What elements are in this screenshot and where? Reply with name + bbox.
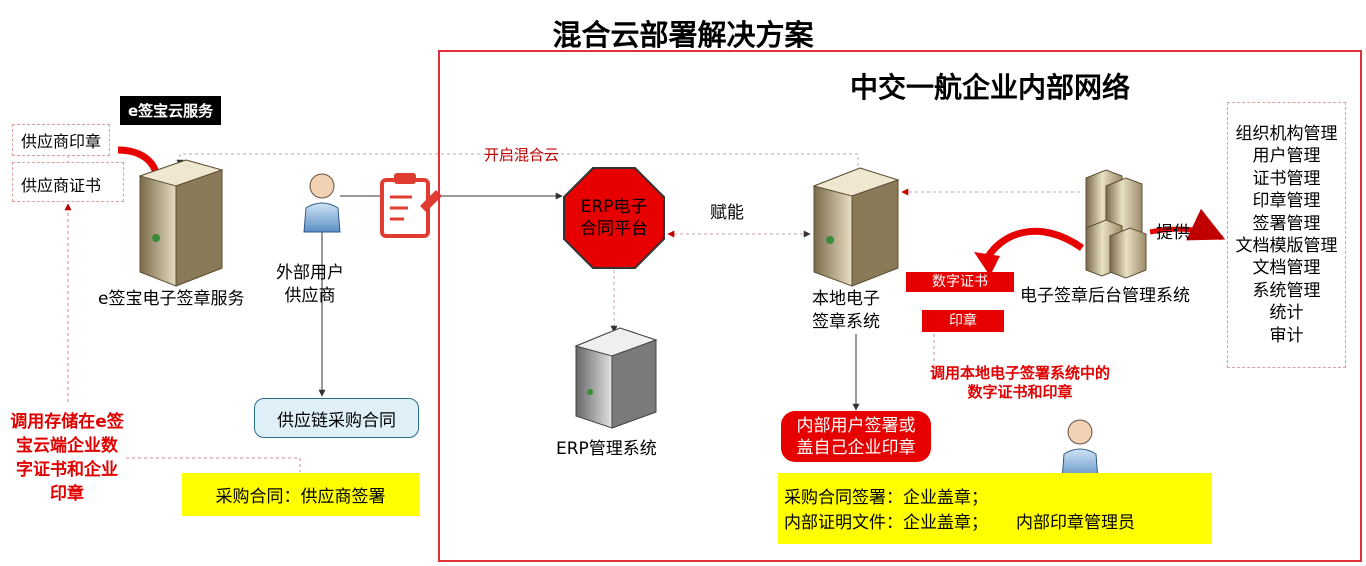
inner-network-frame	[438, 50, 1362, 562]
seal-admin-label: 内部印章管理员	[1016, 513, 1135, 533]
management-item: 统计	[1269, 303, 1304, 324]
local-system-label: 本地电子 签章系统	[812, 288, 880, 334]
external-user-line1: 外部用户	[276, 263, 344, 283]
backend-server-cluster-icon	[1085, 169, 1147, 279]
erp-platform-octagon: ERP电子 合同平台	[563, 167, 665, 269]
empower-label: 赋能	[710, 203, 744, 223]
supplier-cert-box: 供应商证书	[12, 162, 124, 202]
management-item: 文档模版管理	[1235, 236, 1338, 257]
clipboard-icon	[380, 173, 442, 238]
local-system-line2: 签章系统	[812, 312, 880, 332]
erp-system-label: ERP管理系统	[556, 439, 657, 459]
cloud-service-badge: e签宝云服务	[120, 96, 222, 125]
local-server-icon	[812, 167, 900, 287]
erp-platform-line1: ERP电子	[581, 197, 648, 217]
management-function-list: 组织机构管理 用户管理 证书管理 印章管理 签署管理 文档模版管理 文档管理 系…	[1227, 102, 1346, 368]
internal-note-line1: 采购合同签署：企业盖章；	[784, 488, 988, 508]
provide-arrow	[1149, 208, 1226, 241]
erp-server-icon	[574, 327, 658, 429]
backend-curved-arrow	[981, 227, 1085, 264]
local-cert-note: 调用本地电子签署系统中的数字证书和印章	[930, 364, 1111, 401]
management-item: 印章管理	[1252, 191, 1321, 212]
management-item: 系统管理	[1252, 280, 1321, 301]
management-item: 签署管理	[1252, 213, 1321, 234]
internal-sign-note: 采购合同签署：企业盖章； 内部证明文件：企业盖章； 内部印章管理员	[778, 473, 1212, 544]
hybrid-cloud-label: 开启混合云	[484, 146, 560, 164]
erp-platform-line2: 合同平台	[580, 219, 648, 239]
internal-sign-line2: 盖自己企业印章	[796, 437, 916, 458]
management-item: 证书管理	[1252, 168, 1321, 189]
management-item: 用户管理	[1252, 146, 1321, 167]
admin-user-icon	[1061, 419, 1099, 481]
backend-curved-arrowhead	[974, 252, 1000, 276]
left-note-hline	[126, 457, 301, 472]
local-system-line1: 本地电子	[812, 289, 880, 309]
esign-cloud-server-icon	[138, 159, 224, 287]
seal-tag: 印章	[922, 310, 1004, 332]
hybrid-cloud-line	[176, 153, 859, 167]
internal-sign-box: 内部用户签署或 盖自己企业印章	[781, 411, 931, 462]
inner-network-title: 中交一航企业内部网络	[850, 71, 1131, 104]
digital-cert-tag: 数字证书	[906, 272, 1014, 292]
supplier-seal-box: 供应商印章	[12, 124, 111, 156]
management-item: 组织机构管理	[1235, 124, 1338, 144]
external-user-label: 外部用户 供应商	[276, 262, 344, 308]
internal-note-line2: 内部证明文件：企业盖章；	[784, 513, 988, 533]
internal-sign-line1: 内部用户签署或	[796, 415, 916, 436]
user-icon	[303, 173, 341, 233]
page-title: 混合云部署解决方案	[552, 18, 814, 52]
management-item: 文档管理	[1252, 258, 1321, 279]
supply-contract-box: 供应链采购合同	[254, 398, 419, 438]
provide-label: 提供	[1156, 223, 1190, 243]
backend-system-label: 电子签章后台管理系统	[1020, 286, 1190, 306]
supplier-sign-note: 采购合同：供应商签署	[182, 473, 419, 516]
external-user-line2: 供应商	[284, 286, 336, 306]
cloud-cert-note: 调用存储在e签宝云端企业数字证书和企业印章	[10, 412, 124, 504]
management-item: 审计	[1269, 325, 1304, 346]
esign-service-label: e签宝电子签章服务	[98, 289, 245, 309]
